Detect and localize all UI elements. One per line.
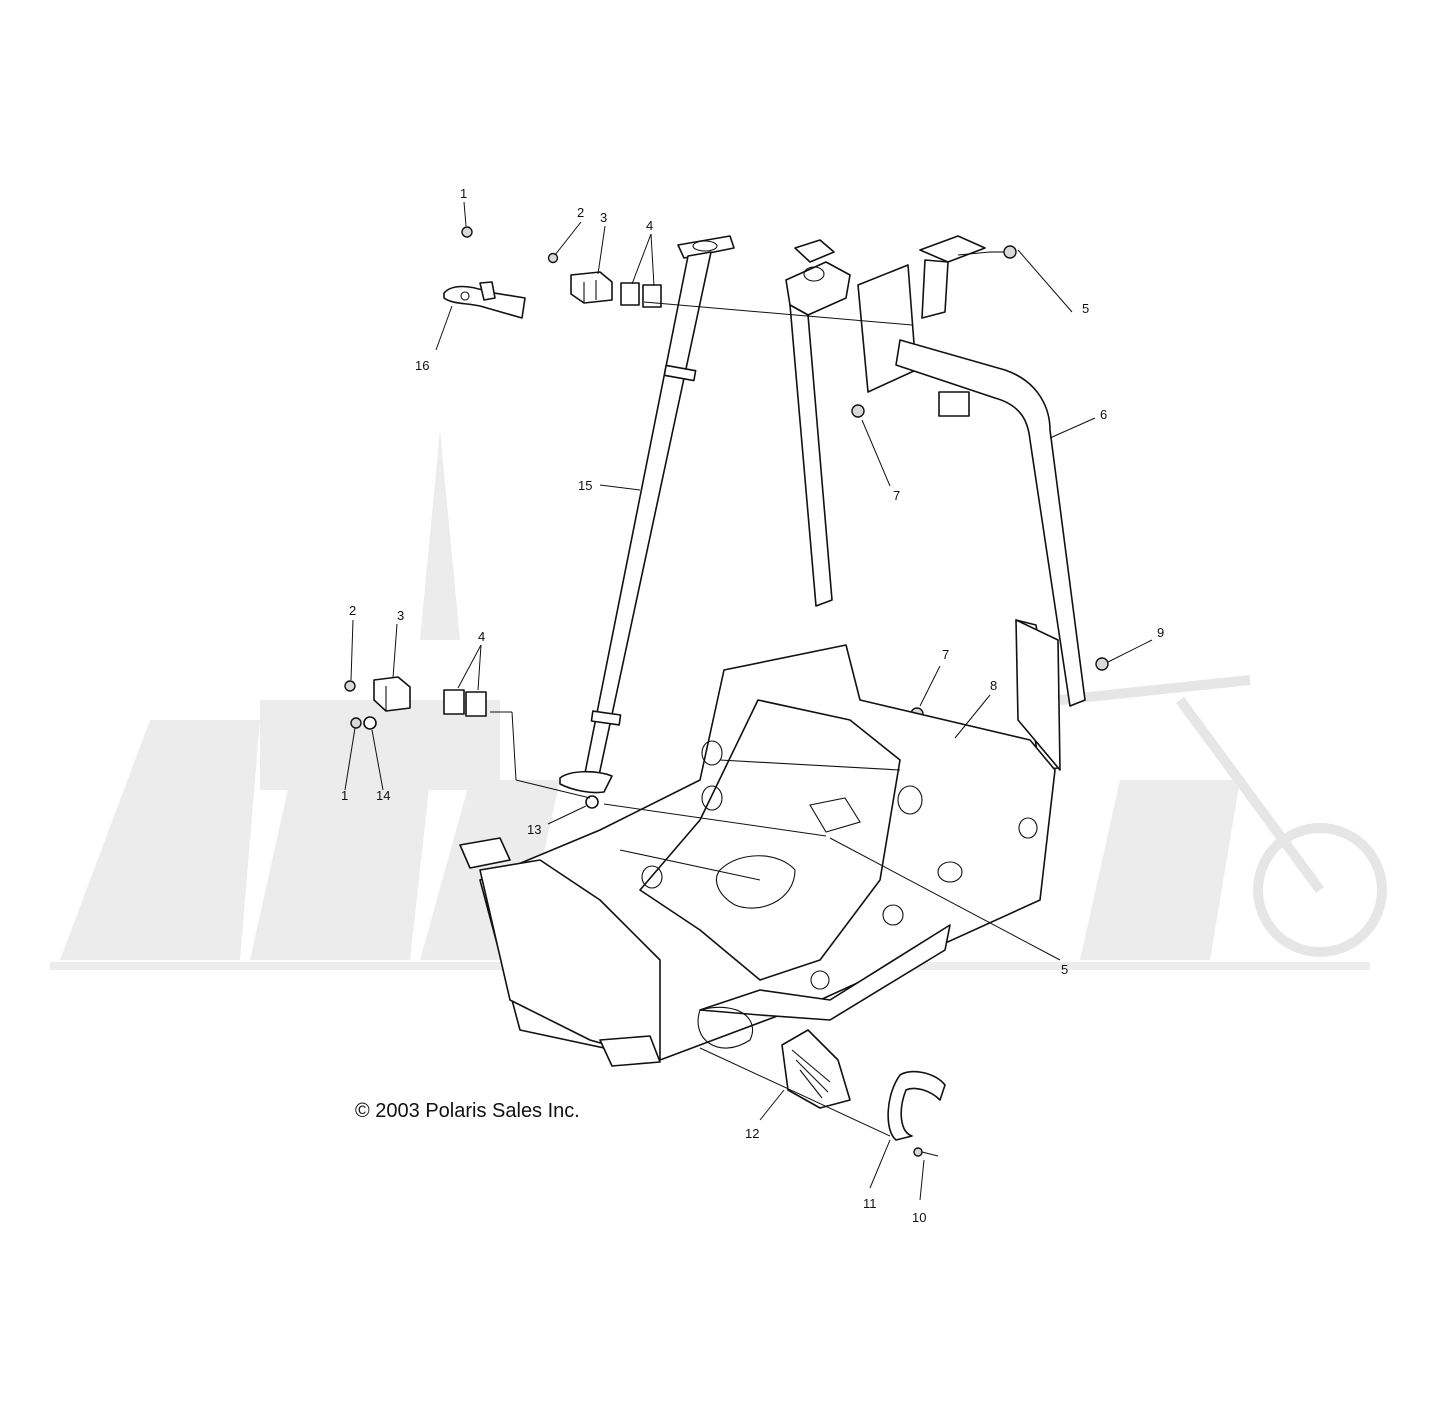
callout-13: 13 xyxy=(527,822,541,837)
callout-11: 11 xyxy=(863,1196,877,1211)
callout-2-left: 2 xyxy=(349,603,356,618)
steering-boot-part-12 xyxy=(781,1029,851,1109)
bolt-part-2-top xyxy=(547,252,559,264)
bushing-part-4-top xyxy=(620,282,662,308)
nut-part-9 xyxy=(1095,657,1109,671)
upper-frame-part-6 xyxy=(785,235,1086,771)
washer-part-13 xyxy=(585,795,599,809)
callouts: 1 2 3 4 16 5 6 7 15 2 3 4 1 14 13 7 8 9 … xyxy=(341,186,1164,1225)
bushing-part-4-left xyxy=(443,689,487,717)
callout-6: 6 xyxy=(1100,407,1107,422)
bolt-part-2-left xyxy=(344,680,356,692)
callout-8: 8 xyxy=(990,678,997,693)
callout-15: 15 xyxy=(578,478,592,493)
callout-12: 12 xyxy=(745,1126,759,1141)
callout-3-top: 3 xyxy=(600,210,607,225)
callout-7-lower: 7 xyxy=(942,647,949,662)
bushing-part-3-top xyxy=(570,271,613,304)
nut-part-1-top xyxy=(461,226,473,238)
bushing-part-3-left xyxy=(373,676,411,712)
steering-bracket-part-16 xyxy=(443,281,526,319)
screw-part-10 xyxy=(913,1147,939,1157)
washer-part-14 xyxy=(363,716,377,730)
callout-9: 9 xyxy=(1157,625,1164,640)
callout-14: 14 xyxy=(376,788,390,803)
callout-5-lower: 5 xyxy=(1061,962,1068,977)
clip-part-7-top xyxy=(851,404,865,418)
callout-16: 16 xyxy=(415,358,429,373)
callout-3-left: 3 xyxy=(397,608,404,623)
leader-lines xyxy=(344,201,1153,1201)
nut-part-1-left xyxy=(350,717,362,729)
chassis-frame xyxy=(459,619,1061,1067)
callout-1-top: 1 xyxy=(460,186,467,201)
callout-1-left: 1 xyxy=(341,788,348,803)
callout-4-top: 4 xyxy=(646,218,653,233)
callout-2-top: 2 xyxy=(577,205,584,220)
retainer-part-11 xyxy=(887,1070,946,1141)
callout-4-left: 4 xyxy=(478,629,485,644)
bolt-part-5-top xyxy=(990,245,1017,259)
callout-10: 10 xyxy=(912,1210,926,1225)
copyright-text: © 2003 Polaris Sales Inc. xyxy=(355,1100,580,1122)
callout-5-top: 5 xyxy=(1082,301,1089,316)
callout-7-top: 7 xyxy=(893,488,900,503)
steering-post-part-15 xyxy=(559,235,735,794)
